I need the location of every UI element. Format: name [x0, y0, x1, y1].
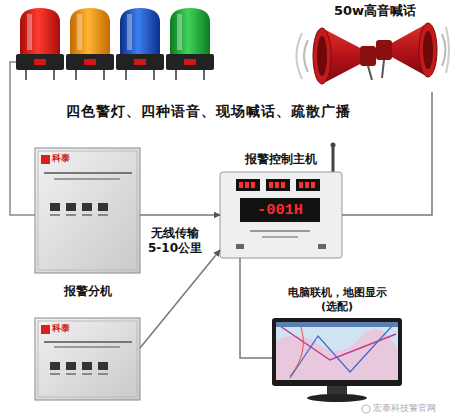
- watermark: 宏泰科技警官网: [373, 403, 436, 414]
- speaker-group: 50w高音喊话: [300, 0, 450, 92]
- node-heading: 报警分机: [35, 283, 140, 300]
- feature-caption: 四色警灯、四种语音、现场喊话、疏散广播: [66, 103, 351, 121]
- connector-line: [342, 92, 432, 215]
- node-heading: 电脑联机，地图显示 (选配): [285, 286, 389, 314]
- cabinet: [35, 318, 140, 400]
- brand-logo: 科泰: [52, 323, 70, 334]
- alarm-sub-unit: 报警分机科泰: [35, 148, 140, 273]
- computer-monitor: [272, 318, 402, 402]
- horn-speakers: [297, 23, 450, 84]
- node-heading: 50w高音喊话: [300, 2, 450, 20]
- watermark-icon: [362, 405, 370, 413]
- connector-line: [140, 214, 220, 216]
- connector-line: [140, 250, 220, 348]
- led-display: -001H: [240, 198, 320, 222]
- connector-line: [240, 258, 272, 358]
- alarm-control-host: 报警控制主机-001H: [220, 172, 342, 258]
- light-wire: [10, 62, 35, 215]
- computer-map-display: 电脑联机，地图显示 (选配): [272, 318, 402, 402]
- brand-logo: 科泰: [52, 153, 70, 164]
- node-heading: 报警控制主机: [200, 151, 362, 168]
- alarm-sub-unit: 科泰: [35, 318, 140, 400]
- warning-lights: [16, 8, 214, 80]
- cabinet: [35, 148, 140, 273]
- transmission-note: 无线传输 5-10公里: [146, 226, 204, 256]
